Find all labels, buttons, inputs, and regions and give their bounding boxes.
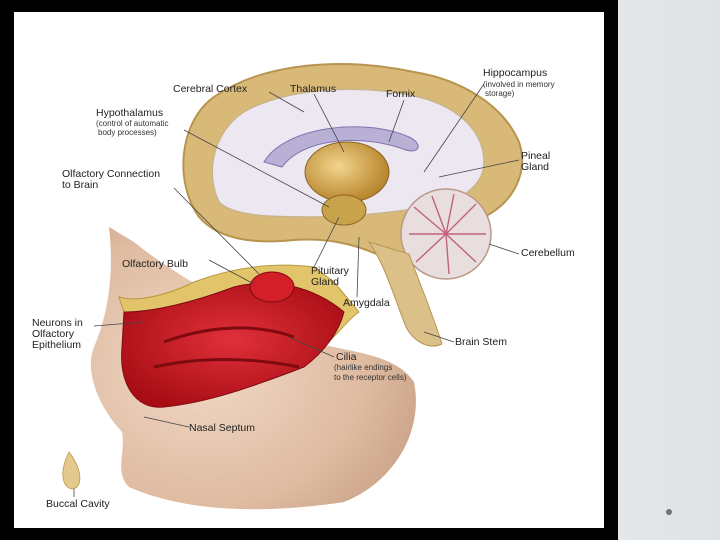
label-neurons-3: Epithelium xyxy=(32,339,81,351)
label-cerebellum: Cerebellum xyxy=(521,247,575,259)
turbinate-upper xyxy=(163,326,295,344)
droplet-shape xyxy=(62,451,81,490)
slide-indicator-dot xyxy=(666,509,672,515)
label-hypothalamus-note-1: (control of automatic xyxy=(96,119,168,128)
diagram-panel: Cerebral Cortex Thalamus Fornix Hippocam… xyxy=(14,12,604,528)
label-thalamus: Thalamus xyxy=(290,83,336,95)
brain-stem-shape xyxy=(367,241,443,347)
label-amygdala: Amygdala xyxy=(343,297,390,309)
label-pituitary-gland-1: Pituitary xyxy=(311,265,350,277)
cerebellum-folds xyxy=(409,193,486,275)
label-olfactory-connection-1: Olfactory Connection xyxy=(62,168,160,180)
label-pineal-gland-1: Pineal xyxy=(521,150,550,162)
thalamus-shape xyxy=(304,141,390,203)
label-neurons-1: Neurons in xyxy=(32,317,83,329)
label-olfactory-bulb: Olfactory Bulb xyxy=(122,258,188,270)
label-pineal-gland-2: Gland xyxy=(521,161,549,173)
olfactory-brain-diagram: Cerebral Cortex Thalamus Fornix Hippocam… xyxy=(32,63,575,510)
label-cerebral-cortex: Cerebral Cortex xyxy=(173,83,248,95)
nasal-cavity-shape xyxy=(121,282,345,408)
label-hypothalamus: Hypothalamus xyxy=(96,107,163,119)
turbinate-lower xyxy=(153,358,300,369)
label-olfactory-connection-2: to Brain xyxy=(62,179,98,191)
label-cilia-note-2: to the receptor cells) xyxy=(334,373,407,382)
label-cilia-note-1: (hairlike endings xyxy=(334,363,392,372)
label-pituitary-gland-2: Gland xyxy=(311,276,339,288)
label-cilia: Cilia xyxy=(336,351,357,363)
label-nasal-septum: Nasal Septum xyxy=(189,422,255,434)
label-brain-stem: Brain Stem xyxy=(455,336,507,348)
olfactory-bulb-shape xyxy=(249,271,295,303)
label-neurons-2: Olfactory xyxy=(32,328,75,340)
label-hippocampus-note-1: (involved in memory xyxy=(483,80,555,89)
fornix-shape xyxy=(263,126,419,168)
label-buccal-cavity: Buccal Cavity xyxy=(46,498,110,510)
label-hippocampus: Hippocampus xyxy=(483,67,547,79)
label-hypothalamus-note-2: body processes) xyxy=(98,128,157,137)
hypothalamus-shape xyxy=(321,194,367,226)
leader-lines xyxy=(73,83,520,497)
label-fornix: Fornix xyxy=(386,88,416,100)
label-hippocampus-note-2: storage) xyxy=(485,89,515,98)
